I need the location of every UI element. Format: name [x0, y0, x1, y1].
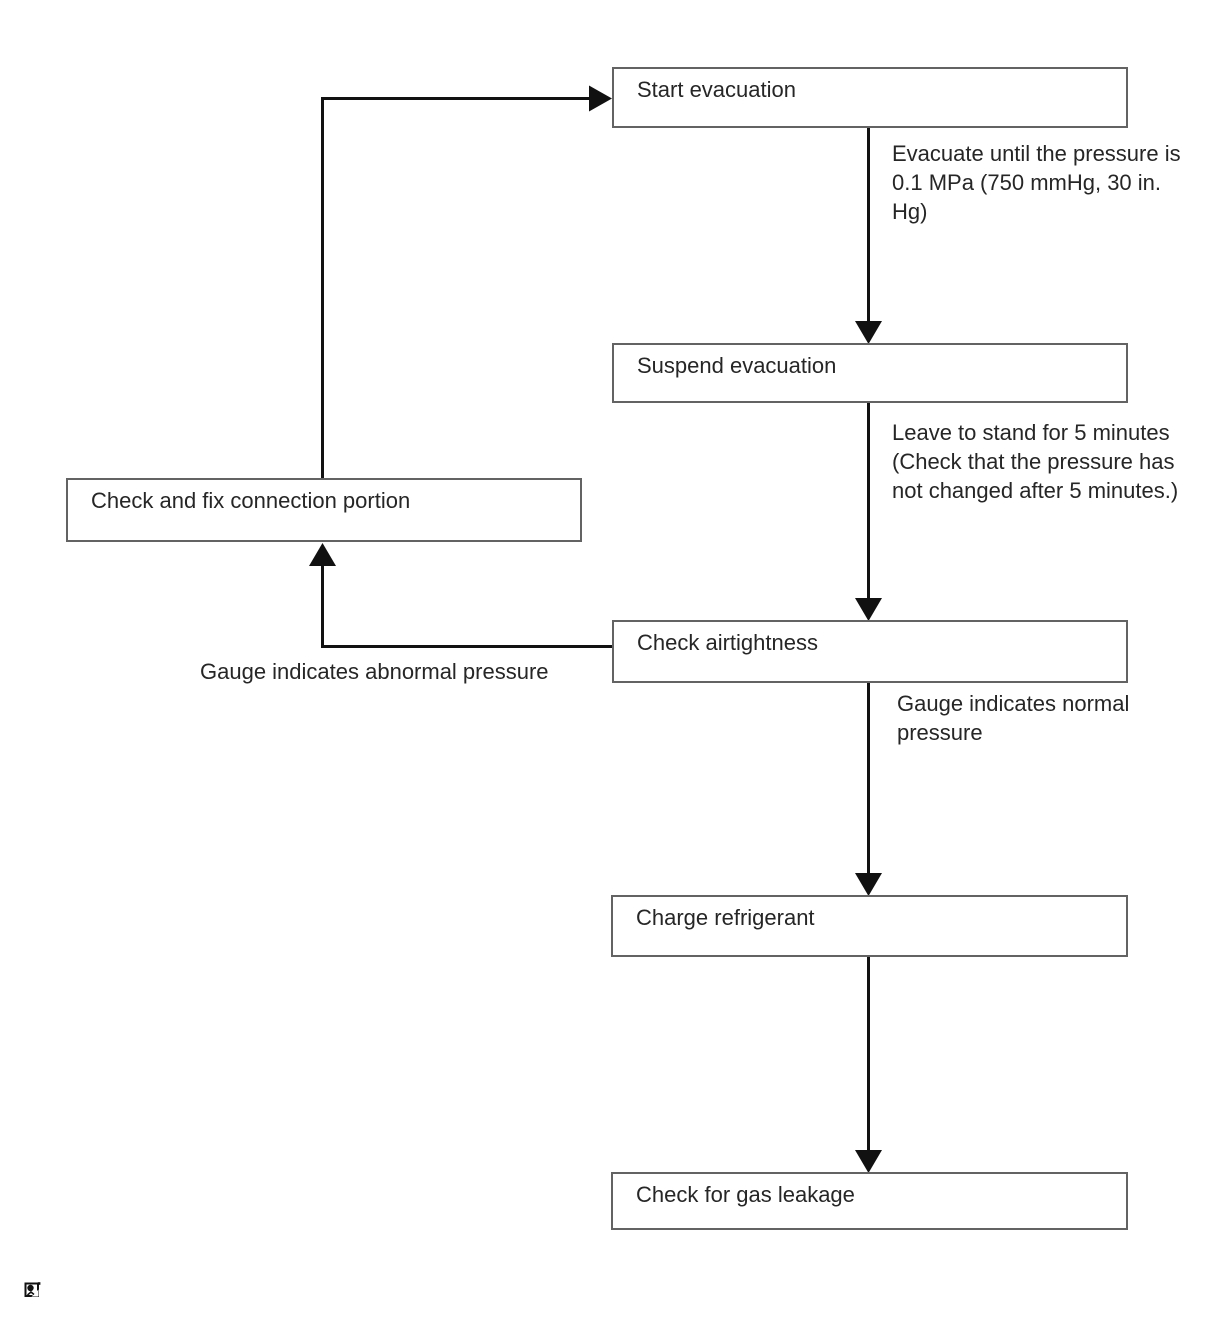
arrowhead-into-gasleakage	[855, 1150, 882, 1173]
annotation-line: Leave to stand for 5 minutes	[892, 420, 1170, 445]
annotation-leave-to-stand: Leave to stand for 5 minutes (Check that…	[892, 418, 1178, 505]
edge-label-gauge-abnormal-pressure: Gauge indicates abnormal pressure	[200, 659, 549, 684]
annotation-evacuate-until-pressure: Evacuate until the pressure is 0.1 MPa (…	[892, 139, 1181, 226]
node-start-evacuation: Start evacuation	[612, 67, 1128, 128]
arrow-checkfix-to-start	[321, 97, 592, 478]
annotation-line: Gauge indicates normal	[897, 691, 1130, 716]
annotation-line: Evacuate until the pressure is	[892, 141, 1181, 166]
node-label-suspend-evacuation: Suspend evacuation	[637, 353, 837, 378]
arrowhead-into-airtightness	[855, 598, 882, 621]
node-check-and-fix-connection-portion: Check and fix connection portion	[66, 478, 582, 542]
arrowhead-into-checkfix	[309, 543, 336, 566]
node-check-for-gas-leakage: Check for gas leakage	[611, 1172, 1128, 1230]
annotation-gauge-normal-pressure: Gauge indicates normal pressure	[897, 689, 1129, 747]
node-suspend-evacuation: Suspend evacuation	[612, 343, 1128, 403]
annotation-line: not changed after 5 minutes.)	[892, 478, 1179, 503]
annotation-line: pressure	[897, 720, 983, 745]
node-label-check-airtightness: Check airtightness	[637, 630, 818, 655]
node-label-check-and-fix-connection-portion: Check and fix connection portion	[91, 488, 411, 513]
node-label-charge-refrigerant: Charge refrigerant	[636, 905, 815, 930]
node-check-airtightness: Check airtightness	[612, 620, 1128, 683]
annotation-line: (Check that the pressure has	[892, 449, 1175, 474]
annotation-line: 0.1 MPa (750 mmHg, 30 in.	[892, 170, 1162, 195]
arrowhead-into-charge	[855, 873, 882, 896]
arrow-airtightness-to-checkfix	[321, 562, 612, 648]
annotation-line: Hg)	[892, 199, 928, 224]
node-label-start-evacuation: Start evacuation	[637, 77, 796, 102]
arrowhead-into-suspend	[855, 321, 882, 344]
node-label-check-for-gas-leakage: Check for gas leakage	[636, 1182, 855, 1207]
node-charge-refrigerant: Charge refrigerant	[611, 895, 1128, 957]
arrowhead-into-start	[589, 85, 612, 112]
broken-image-icon	[24, 1282, 41, 1297]
